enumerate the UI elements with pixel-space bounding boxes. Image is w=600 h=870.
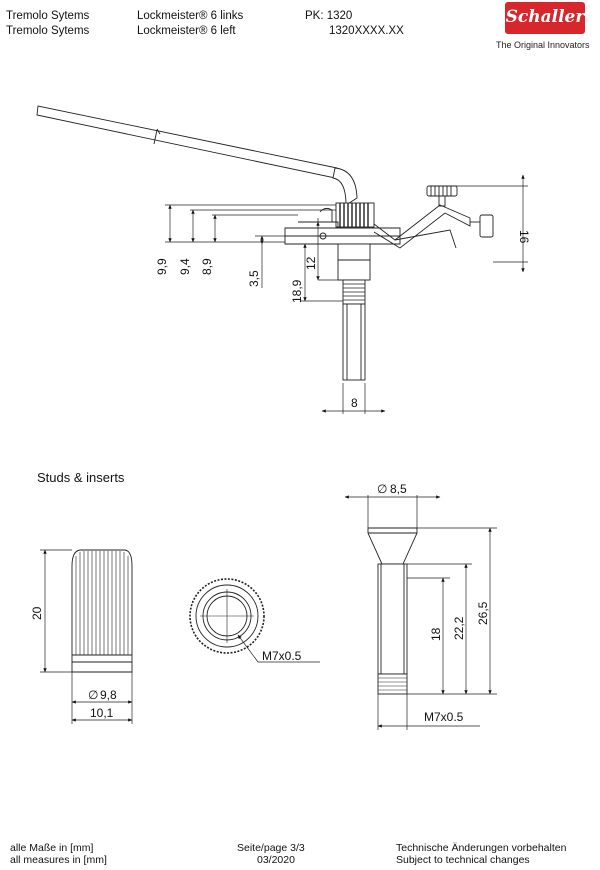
header-article-number: 1320XXXX.XX	[329, 25, 404, 37]
dim-thread-m7: M7x0.5	[262, 649, 302, 663]
footer-disclaimer-de: Technische Änderungen vorbehalten	[396, 842, 567, 854]
header-product-en: Lockmeister® 6 left	[137, 25, 236, 37]
footer-page: Seite/page 3/3	[237, 842, 305, 854]
footer-date: 03/2020	[257, 854, 295, 866]
dim-insert-18: 18	[429, 627, 443, 641]
dim-16: 16	[517, 230, 531, 244]
dim-insert-diameter-symbol: ∅	[377, 482, 387, 496]
tremolo-side-view	[36, 105, 494, 381]
logo-text: Schaller	[505, 7, 585, 27]
schaller-logo: Schaller	[505, 2, 585, 34]
dim-8-9: 8,9	[200, 258, 214, 275]
footer-disclaimer-en: Subject to technical changes	[396, 854, 530, 866]
header-product-de: Lockmeister® 6 links	[137, 10, 244, 22]
footer-units-en: all measures in [mm]	[10, 854, 107, 866]
insert-side-view	[367, 527, 418, 695]
dim-insert-22-2: 22,2	[452, 616, 466, 640]
brand-tagline: The Original Innovators	[496, 40, 590, 50]
header-pk: PK: 1320	[305, 10, 353, 22]
dim-9-9: 9,9	[155, 258, 169, 275]
dim-insert-26-5: 26,5	[476, 601, 490, 625]
insert-top-view	[189, 578, 320, 663]
dim-insert-8-5: 8,5	[390, 482, 407, 496]
dim-insert-m7: M7x0.5	[424, 710, 464, 724]
dim-stud-20: 20	[30, 606, 44, 620]
dim-stud-9-8: 9,8	[100, 688, 117, 702]
dim-18-9: 18,9	[290, 279, 304, 303]
side-view-dimensions	[165, 174, 528, 414]
insert-dimensions	[344, 495, 497, 730]
dim-9-4: 9,4	[178, 258, 192, 275]
dim-stud-10-1: 10,1	[90, 706, 114, 720]
knurled-stud	[71, 549, 133, 673]
section-title: Studs & inserts	[37, 470, 125, 485]
header-system-en: Tremolo Sytems	[6, 25, 90, 37]
dim-8: 8	[351, 396, 358, 410]
header-system-de: Tremolo Sytems	[6, 10, 90, 22]
dim-3-5: 3,5	[247, 270, 261, 287]
footer-units-de: alle Maße in [mm]	[10, 842, 94, 854]
stud-dimensions	[40, 549, 133, 724]
dim-12: 12	[304, 256, 318, 270]
dim-stud-diameter-symbol: ∅	[88, 688, 98, 702]
